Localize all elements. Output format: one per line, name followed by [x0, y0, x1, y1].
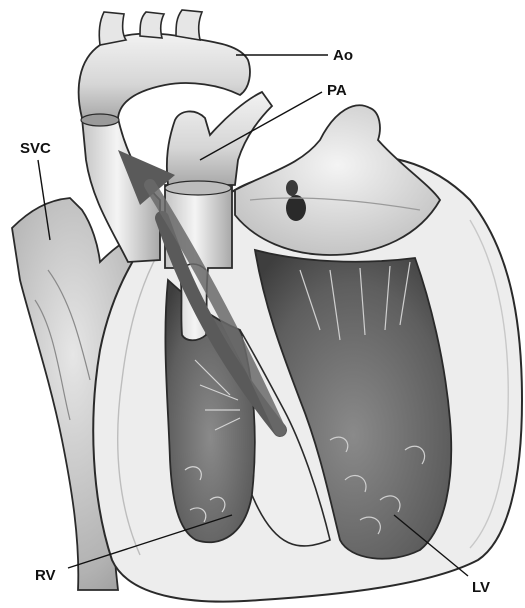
left-atrium: [235, 105, 440, 255]
label-ao: Ao: [333, 47, 353, 64]
label-svc: SVC: [20, 140, 51, 157]
label-pa: PA: [327, 82, 347, 99]
label-lv: LV: [472, 579, 490, 596]
label-rv: RV: [35, 567, 56, 584]
